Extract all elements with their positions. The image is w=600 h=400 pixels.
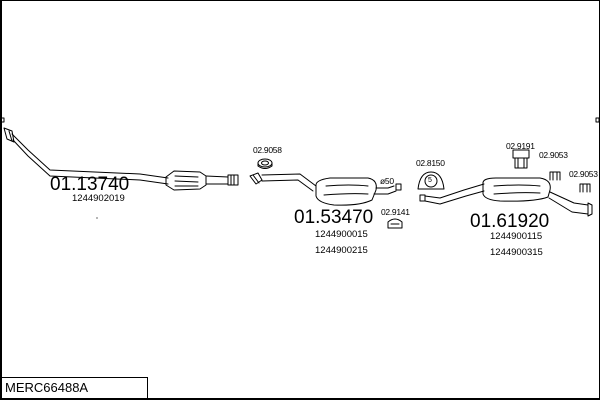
front-pipe [3, 127, 169, 185]
part-label-9053-a: 02.9053 [539, 150, 568, 160]
sealing-ring-part [417, 171, 445, 190]
part-label-9058: 02.9058 [253, 145, 282, 155]
assembly-ref-1a: 1244902019 [72, 193, 125, 204]
catalytic-converter [165, 170, 239, 191]
assembly-ref-2a: 1244900015 [315, 229, 368, 240]
hanger-part-2 [579, 183, 591, 193]
part-label-9053-b: 02.9053 [569, 169, 598, 179]
assembly-number-3: 01.61920 [470, 211, 550, 232]
middle-silencer-assembly [249, 172, 402, 206]
assembly-ref-3b: 1244900315 [490, 247, 543, 258]
hanger-clamp-part [387, 218, 403, 229]
part-label-8150: 02.8150 [416, 158, 445, 168]
rear-silencer-assembly [419, 177, 593, 217]
mounting-ring-part [257, 158, 273, 169]
part-label-9191: 02.9191 [506, 141, 535, 151]
assembly-number-1: 01.13740 [50, 174, 130, 195]
part-label-9141: 02.9141 [381, 207, 410, 217]
assembly-number-2: 01.53470 [294, 207, 374, 228]
pipe-size-label: ø50 [380, 176, 394, 186]
diagram-code: MERC66488A [5, 380, 89, 395]
dot-marker [96, 217, 98, 219]
assembly-ref-2b: 1244900215 [315, 245, 368, 256]
ring-label: 5 [428, 177, 432, 184]
edge-marker-left [0, 117, 5, 123]
hanger-part-1 [549, 171, 561, 181]
rubber-mount-part [512, 149, 530, 169]
assembly-ref-3a: 1244900115 [490, 231, 543, 242]
edge-marker-right [595, 117, 600, 123]
diagram-code-box [2, 377, 148, 398]
